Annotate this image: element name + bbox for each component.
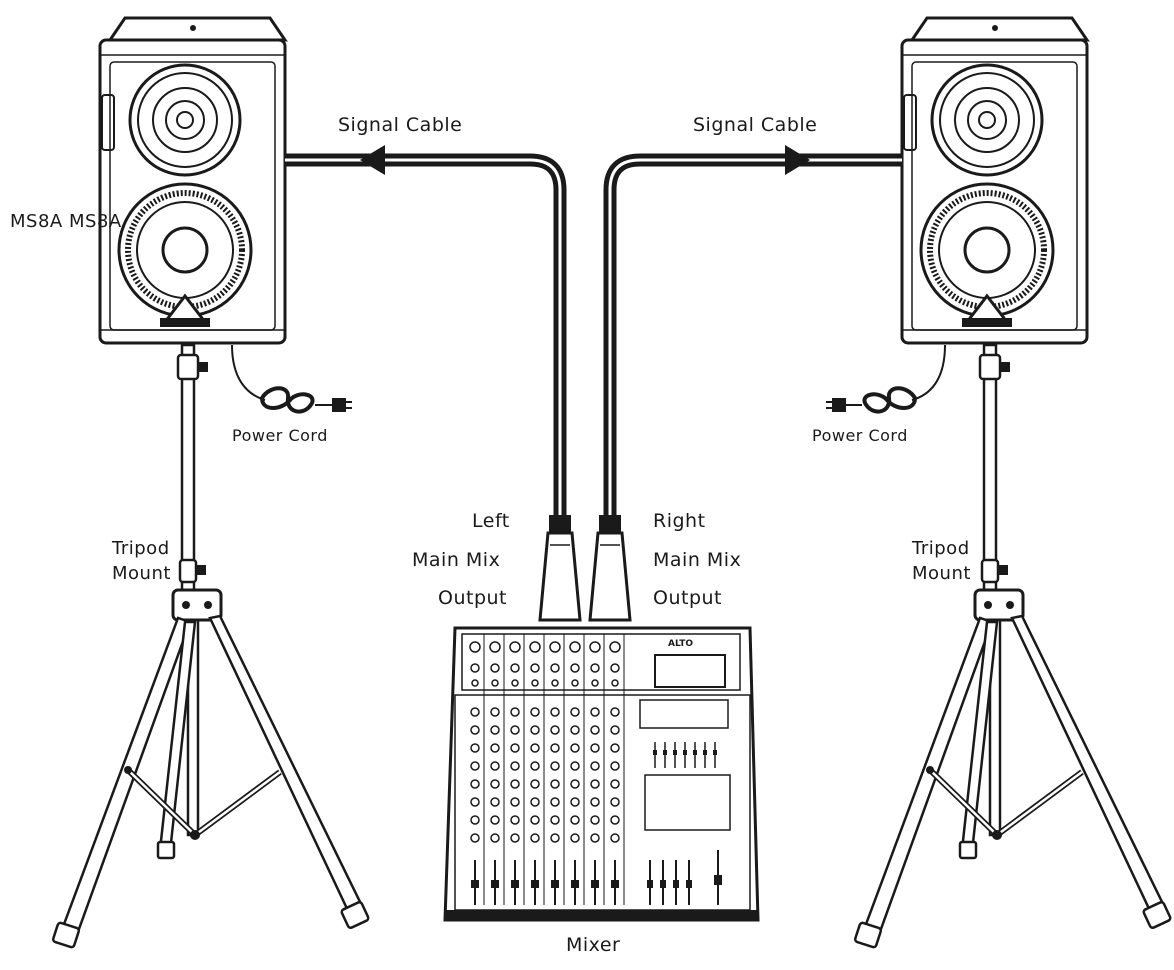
left-power-cord <box>231 344 352 414</box>
tripod-mount-right-label-line2: Mount <box>912 563 971 584</box>
left-signal-cable <box>285 145 567 520</box>
right-speaker <box>902 18 1087 343</box>
power-cord-left-label: Power Cord <box>232 426 328 445</box>
left-output-label-line3: Output <box>438 587 507 609</box>
right-output-connector <box>588 515 632 622</box>
left-signal-arrow-icon <box>360 145 385 175</box>
signal-cable-left-label: Signal Cable <box>338 114 463 136</box>
left-output-connector <box>538 515 582 622</box>
mixer <box>443 626 760 922</box>
left-output-label-line1: Left <box>472 510 510 532</box>
mixer-label: Mixer <box>566 934 621 956</box>
tripod-mount-left-label-line1: Tripod <box>112 538 170 559</box>
left-speaker <box>100 18 285 343</box>
tripod-mount-right-label-line1: Tripod <box>912 538 970 559</box>
tripod-mount-left-label-line2: Mount <box>112 563 171 584</box>
right-signal-arrow-icon <box>785 145 810 175</box>
right-output-label-line2: Main Mix <box>653 549 742 571</box>
right-output-label-line1: Right <box>653 510 706 532</box>
right-output-label-line3: Output <box>653 587 722 609</box>
signal-cable-right-label: Signal Cable <box>693 114 818 136</box>
power-cord-right-label: Power Cord <box>812 426 908 445</box>
mixer-brand-label: ALTO <box>668 639 693 649</box>
left-output-label-line2: Main Mix <box>412 549 501 571</box>
right-signal-cable <box>603 145 902 520</box>
right-power-cord <box>826 344 946 414</box>
speaker-model-label: MS8A MS8A <box>10 211 122 232</box>
